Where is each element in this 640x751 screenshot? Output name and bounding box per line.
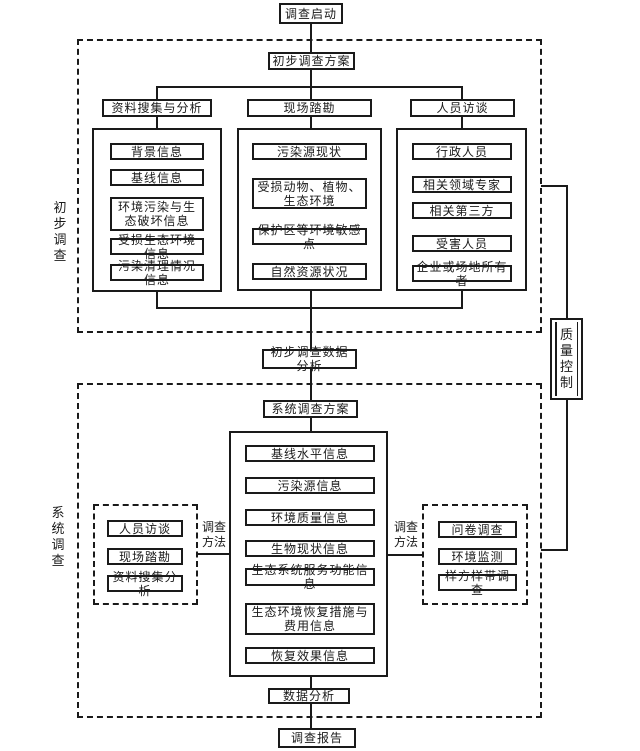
qc-left-rail (555, 322, 557, 396)
connector-qc-top-horizontal (541, 185, 568, 187)
flow-node: 污染源信息 (245, 477, 375, 494)
flow-node: 样方样带调查 (438, 569, 517, 597)
flow-node: 背景信息 (110, 143, 204, 160)
phase1-analysis-node: 初步调查数据分析 (262, 345, 357, 373)
flow-node: 企业或场地所有者 (412, 260, 512, 288)
flow-node: 生态环境恢复措施与费用信息 (245, 603, 375, 635)
flow-node: 基线信息 (110, 169, 204, 186)
flow-node: 保护区等环境敏感点 (252, 223, 367, 251)
connector-header2-to-group (310, 116, 312, 130)
flow-node: 污染源现状 (252, 143, 367, 160)
connector-header3-to-group (461, 116, 463, 129)
report-node: 调查报告 (278, 728, 356, 748)
connector-qc-top-vertical (566, 185, 568, 318)
connector-header1-to-group (156, 116, 158, 129)
flow-node: 受损生态环境信息 (110, 233, 204, 261)
flow-node: 现场踏勘 (107, 548, 183, 565)
connector-branch-rail-top (156, 86, 463, 88)
methods-right-boundary (422, 504, 528, 605)
flow-node: 受害人员 (412, 235, 512, 252)
connector-group1-join (156, 291, 158, 309)
connector-infogroup-to-analysis2 (310, 677, 312, 688)
methods-right-label: 调查方法 (392, 520, 420, 550)
flow-node: 自然资源状况 (252, 263, 367, 280)
phase1-boundary (77, 39, 542, 333)
phase2-side-label: 系统调查 (51, 505, 65, 568)
branch-header-site-survey: 现场踏勘 (247, 99, 372, 117)
start-node: 调查启动 (279, 3, 343, 24)
connector-plan2-to-infogroup (310, 417, 312, 431)
connector-branch-rail-bottom (156, 307, 463, 309)
phase2-boundary (77, 383, 542, 718)
connector-branch3-drop (461, 86, 463, 100)
flow-node: 环境监测 (438, 548, 517, 565)
flow-node: 环境质量信息 (245, 509, 375, 526)
methods-left-label: 调查方法 (200, 520, 228, 550)
connector-methods-left (198, 553, 229, 555)
flow-node: 恢复效果信息 (245, 647, 375, 664)
qc-right-rail (576, 322, 578, 396)
flow-node: 基线水平信息 (245, 445, 375, 462)
phase1-plan-node: 初步调查方案 (268, 52, 355, 70)
branch-header-data-collection: 资料搜集与分析 (102, 99, 212, 117)
phase2-analysis-node: 数据分析 (268, 688, 350, 704)
connector-qc-bottom-horizontal (541, 549, 568, 551)
flow-node: 相关第三方 (412, 202, 512, 219)
connector-group2-to-analysis1 (310, 290, 312, 349)
methods-left-boundary (93, 504, 198, 605)
phase1-side-label: 初步调查 (53, 200, 67, 263)
branch-header-interviews: 人员访谈 (410, 99, 515, 117)
connector-group3-join (461, 290, 463, 309)
flow-node: 问卷调查 (438, 521, 517, 538)
qc-label: 质量控制 (559, 327, 573, 390)
flow-node: 受损动物、植物、生态环境 (252, 178, 367, 209)
connector-start-to-plan1 (310, 24, 312, 53)
connector-methods-right (388, 554, 422, 556)
flow-node: 环境污染与生态破坏信息 (110, 197, 204, 231)
flow-node: 污染清理情况信息 (110, 259, 204, 287)
connector-plan1-to-branch (310, 69, 312, 100)
connector-qc-bottom-vertical (566, 400, 568, 551)
flow-node: 人员访谈 (107, 520, 183, 537)
phase2-plan-node: 系统调查方案 (263, 400, 358, 418)
flow-node: 资料搜集分析 (107, 570, 183, 598)
quality-control-node: 质量控制 (550, 318, 583, 400)
flow-node: 行政人员 (412, 143, 512, 160)
connector-branch1-drop (156, 86, 158, 100)
flow-node: 相关领域专家 (412, 176, 512, 193)
flow-node: 生态系统服务功能信息 (245, 563, 375, 591)
flow-node: 生物现状信息 (245, 540, 375, 557)
